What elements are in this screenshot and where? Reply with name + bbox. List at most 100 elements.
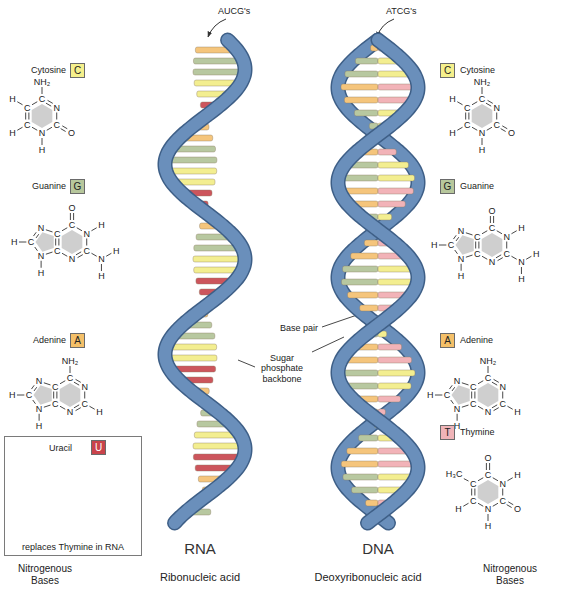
atom-label: C [448, 240, 455, 250]
chemical-bond [486, 103, 491, 106]
atom-label: C [485, 373, 492, 383]
atom-label-box: H [479, 146, 486, 155]
atom-label-box: C [444, 391, 451, 400]
atom-label: C [474, 248, 481, 258]
leader-line [322, 314, 360, 327]
atom-label-box: N [485, 505, 492, 514]
text-label: Guanine [32, 181, 66, 191]
chemical-bond [74, 405, 79, 408]
atom-label-box: H [36, 421, 43, 430]
chemical-bond [511, 256, 516, 259]
text-label-box: ATCG's [386, 6, 417, 16]
atom-label: N [489, 257, 496, 267]
text-label: Thymine [460, 427, 495, 437]
text-label: ATCG's [386, 6, 417, 16]
text-label: Deoxyribonucleic acid [315, 571, 422, 583]
atom-label-box: C [474, 232, 481, 241]
text-label-box: Nitrogenous Bases [5, 563, 85, 586]
atom-label-box: H [518, 275, 525, 284]
atom-label: H [113, 245, 120, 255]
chemical-bond [39, 414, 40, 421]
chemical-bond [46, 252, 53, 254]
atom-label-box: H [9, 95, 16, 104]
base-letter-box: C [440, 63, 455, 78]
chemical-bond [502, 489, 503, 496]
atom-label: N [485, 504, 492, 514]
text-label: Adenine [460, 335, 493, 345]
chemical-bond [56, 113, 57, 120]
atom-label-box: N [489, 258, 496, 267]
text-label-box: Guanine [460, 181, 494, 191]
chemical-bond [507, 505, 512, 508]
base-letter: A [74, 335, 81, 346]
chemical-bond [70, 366, 71, 373]
atom-label: O [68, 128, 75, 138]
chemical-bond [474, 392, 475, 399]
atom-label: C [83, 245, 90, 255]
atom-label-box: O [68, 129, 75, 138]
atom-label-box: C [470, 496, 477, 505]
chemical-bond [493, 503, 498, 506]
chemical-bond [58, 239, 59, 246]
atom-label-box: C [493, 120, 500, 129]
text-label-box: Nitrogenous Bases [470, 563, 550, 586]
atom-label: C [53, 119, 60, 129]
atom-label: H [98, 271, 105, 281]
atom-label-box: N [454, 377, 461, 386]
atom-label-box: NH₂ [480, 357, 497, 366]
atom-label-box: H [427, 391, 434, 400]
atom-label: C [52, 398, 59, 408]
text-label-box: DNA [362, 540, 394, 557]
atom-label-box: H [533, 249, 540, 258]
chemical-bond [36, 234, 39, 238]
atom-label-box: C [24, 103, 31, 112]
atom-label-box: C [499, 496, 506, 505]
atom-label-box: C [54, 246, 61, 255]
base-bar [359, 435, 378, 441]
atom-label: C [503, 248, 510, 258]
atom-label-box: C [474, 249, 481, 258]
chemical-bond [478, 503, 483, 506]
base-bar [378, 201, 405, 207]
chemical-bond [466, 255, 473, 257]
atom-label-box: C [52, 382, 59, 391]
base-bar [378, 162, 408, 168]
atom-label-box: C [28, 238, 35, 247]
atom-label: N [503, 231, 510, 241]
letter-text-box: A [71, 336, 84, 346]
chemical-bond [462, 405, 469, 407]
base-bar [347, 448, 378, 454]
chemical-bond [78, 255, 83, 258]
chemical-bond [486, 463, 487, 470]
base-bar [351, 253, 378, 259]
atom-label-box: H [431, 241, 438, 250]
chemical-bond [42, 87, 43, 94]
ring-shading [33, 385, 51, 404]
atom-label: H [518, 274, 525, 284]
chemical-bond [492, 382, 497, 385]
chemical-bond [498, 258, 503, 261]
atom-label: C [67, 373, 74, 383]
chemical-bond [457, 127, 462, 130]
base-bar [341, 175, 378, 181]
text-label: Base pair [280, 323, 318, 333]
atom-label: H [39, 145, 46, 155]
atom-label: C [499, 398, 506, 408]
atom-label-box: H [514, 471, 521, 480]
atom-label-box: O [484, 454, 491, 463]
chemical-bond [106, 253, 111, 256]
chemical-bond [76, 252, 81, 255]
text-label-box: Sugar phosphate backbone [251, 353, 313, 384]
ring-shading [478, 480, 499, 504]
atom-label-box: C [470, 479, 477, 488]
ring-shading [62, 230, 83, 254]
atom-label: C [489, 223, 496, 233]
chemical-bond [451, 400, 454, 404]
chemical-bond [70, 213, 71, 220]
atom-label: H [449, 128, 456, 138]
chemical-bond [60, 406, 65, 409]
chemical-bond [482, 87, 483, 94]
atom-label-box: NH₂ [62, 357, 79, 366]
atom-label-box: C [54, 229, 61, 238]
text-label: RNA [184, 540, 216, 557]
